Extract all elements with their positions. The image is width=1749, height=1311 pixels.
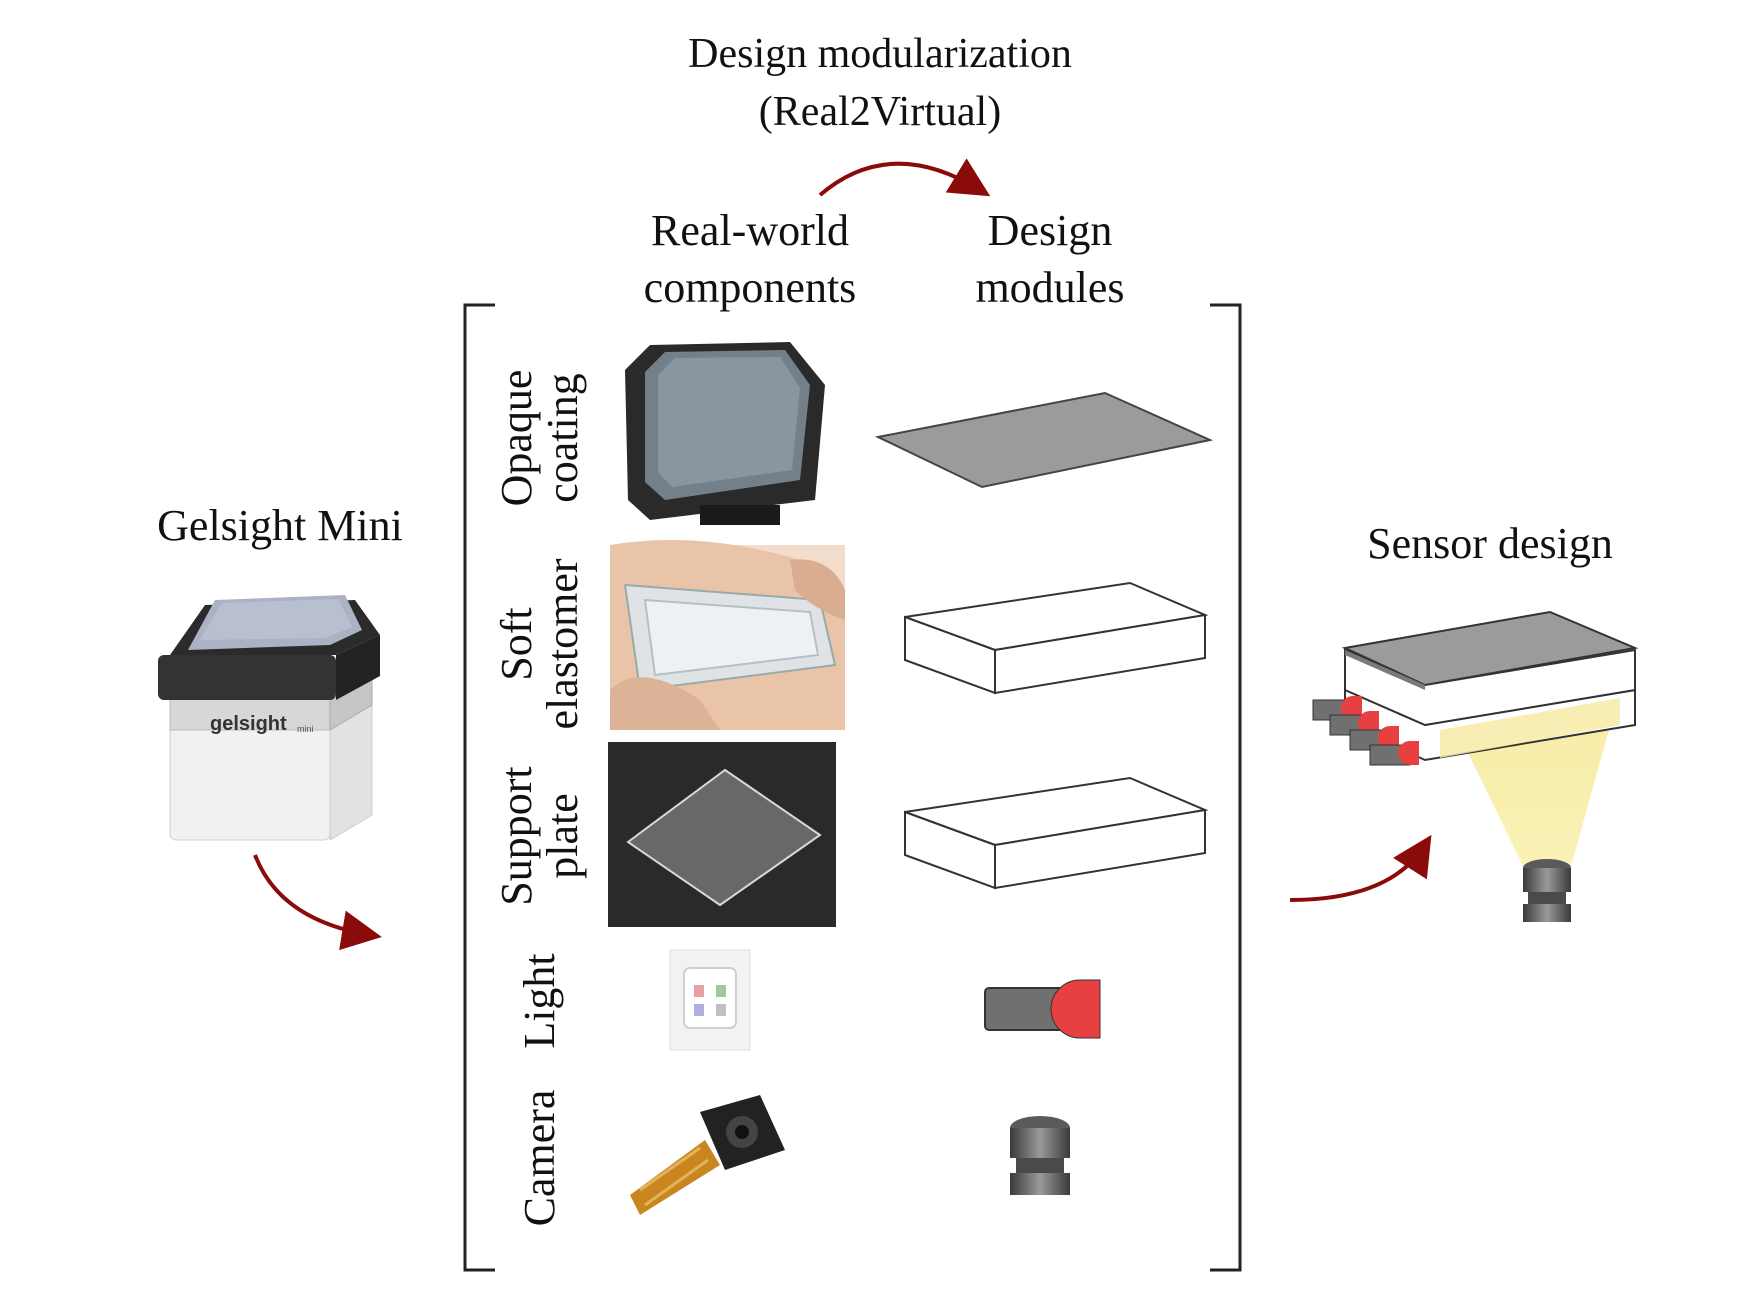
elastomer-module-shape — [904, 581, 1209, 695]
gelsight-logo-text: gelsight — [210, 713, 287, 735]
gelsight-logo-subtext: mini — [297, 724, 314, 734]
sensor-light-array — [1312, 696, 1419, 766]
sensor-camera — [1523, 859, 1571, 922]
title-line-2: (Real2Virtual) — [758, 89, 1002, 135]
sensor-design-title: Sensor design — [1367, 519, 1613, 568]
real2virtual-arrow — [818, 158, 991, 197]
gelsight-mini-image: gelsight mini — [158, 595, 380, 841]
modules-to-sensor-arrow — [1289, 834, 1432, 902]
light-module-shape — [984, 979, 1101, 1039]
support-plate-module-shape — [904, 776, 1209, 890]
gelsight-to-modules-arrow — [253, 854, 382, 951]
column-header-modules-line-2: modules — [975, 263, 1125, 312]
column-header-real-line-2: components — [643, 263, 857, 312]
gelsight-mini-title: Gelsight Mini — [157, 501, 403, 550]
support-plate-photo — [608, 742, 836, 927]
camera-module-shape — [1010, 1116, 1070, 1195]
column-header-real-line-1: Real-world — [651, 206, 849, 255]
camera-module-photo — [630, 1095, 785, 1215]
column-header-modules-line-1: Design — [987, 206, 1113, 255]
title-line-1: Design modularization — [688, 31, 1072, 77]
opaque-coating-photo — [625, 342, 825, 525]
coating-module-shape — [874, 391, 1214, 489]
right-bracket — [1210, 303, 1242, 1272]
sensor-design-assembly — [1312, 610, 1639, 922]
left-bracket — [463, 303, 495, 1272]
light-led-photo — [669, 949, 751, 1051]
soft-elastomer-photo — [610, 540, 845, 730]
